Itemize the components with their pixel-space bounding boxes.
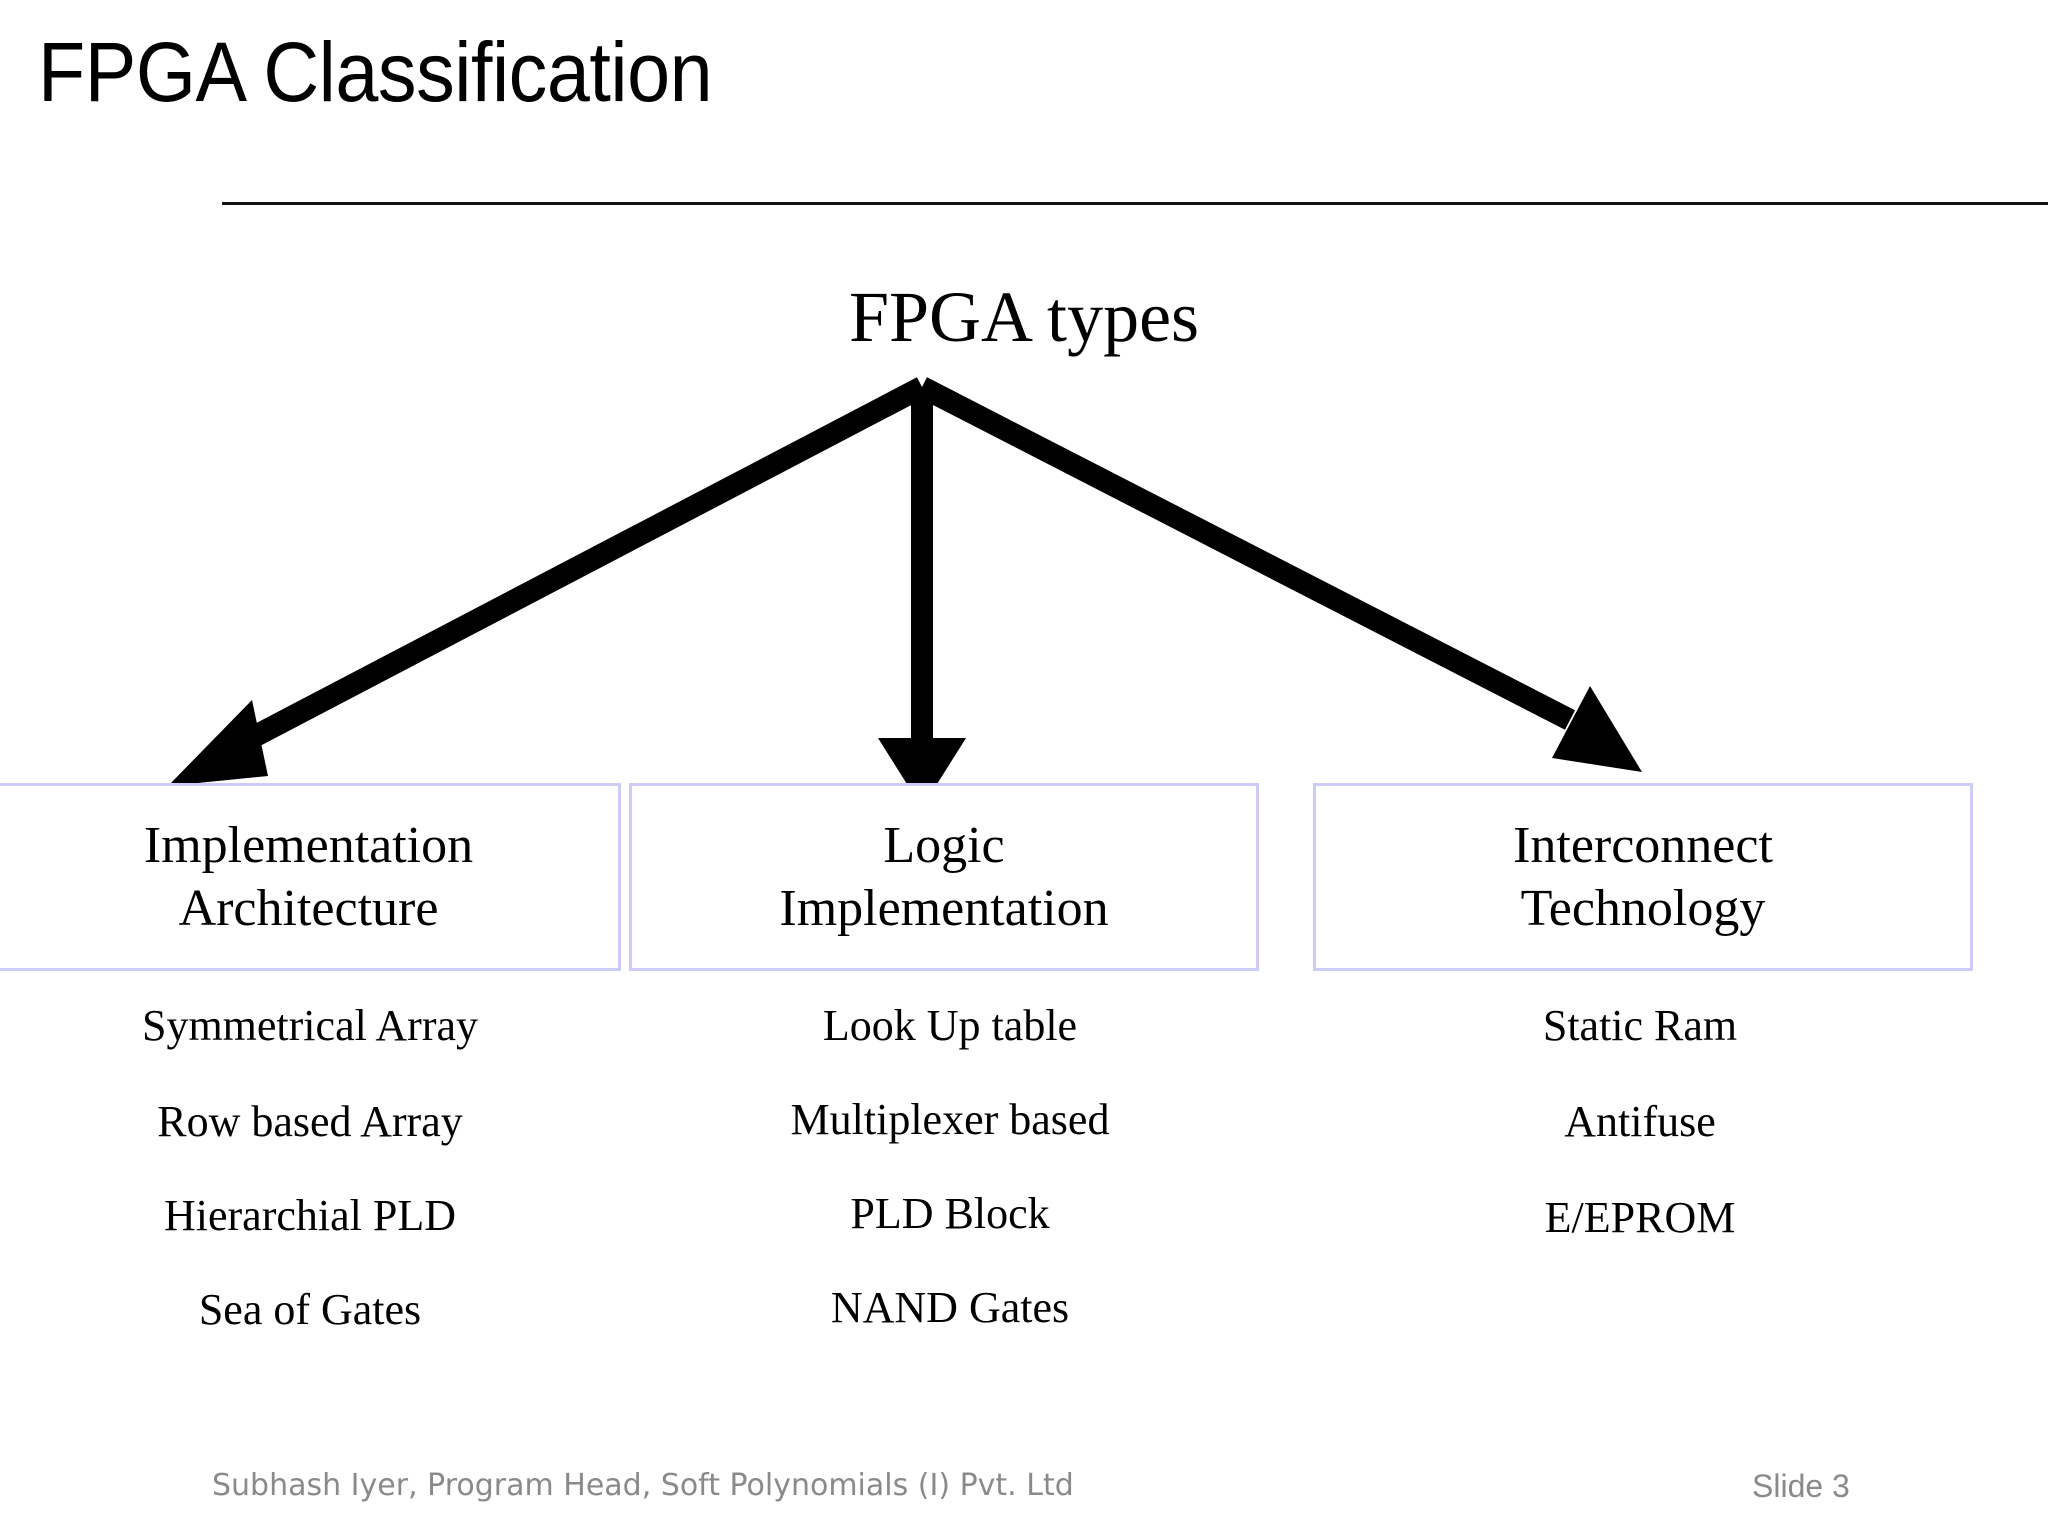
arrow-to-implementation-architecture	[168, 377, 928, 786]
category-box-interconnect-technology[interactable]: Interconnect Technology	[1313, 783, 1973, 971]
category-title-line-1: Logic	[883, 816, 1005, 874]
list-item: Sea of Gates	[198, 1284, 422, 1334]
arrow-to-interconnect-technology	[916, 377, 1642, 772]
title-divider	[222, 202, 2048, 205]
page-title: FPGA Classification	[38, 25, 713, 119]
category-title-line-2: Technology	[1520, 880, 1766, 937]
diagram-root-label: FPGA types	[848, 277, 1200, 357]
slide-number: Slide 3	[1752, 1468, 1850, 1504]
category-title-line-1: Interconnect	[1513, 816, 1773, 874]
item-list-logic-implementation: Look Up table Multiplexer based PLD Bloc…	[640, 1000, 1260, 1376]
footer-credit: Subhash Iyer, Program Head, Soft Polynom…	[212, 1468, 1074, 1503]
category-box-implementation-architecture[interactable]: Implementation Architecture	[0, 783, 621, 971]
list-item: Static Ram	[1542, 1001, 1738, 1050]
item-list-implementation-architecture: Symmetrical Array Row based Array Hierar…	[20, 1000, 600, 1378]
list-item: Look Up table	[822, 1001, 1078, 1050]
list-item: E/EPROM	[1544, 1192, 1736, 1242]
category-title-line-2: Architecture	[178, 880, 439, 937]
list-item: Antifuse	[1564, 1096, 1716, 1146]
list-item: NAND Gates	[830, 1282, 1070, 1332]
list-item: Hierarchial PLD	[164, 1190, 456, 1240]
list-item: Row based Array	[157, 1096, 463, 1146]
category-title-line-1: Implementation	[143, 816, 474, 874]
list-item: Symmetrical Array	[141, 1001, 478, 1050]
category-box-logic-implementation[interactable]: Logic Implementation	[629, 783, 1259, 971]
list-item: Multiplexer based	[790, 1094, 1110, 1144]
item-list-interconnect-technology: Static Ram Antifuse E/EPROM	[1330, 1000, 1950, 1288]
arrow-to-logic-implementation	[878, 387, 966, 808]
list-item: PLD Block	[850, 1188, 1050, 1238]
category-title-line-2: Implementation	[779, 880, 1109, 937]
